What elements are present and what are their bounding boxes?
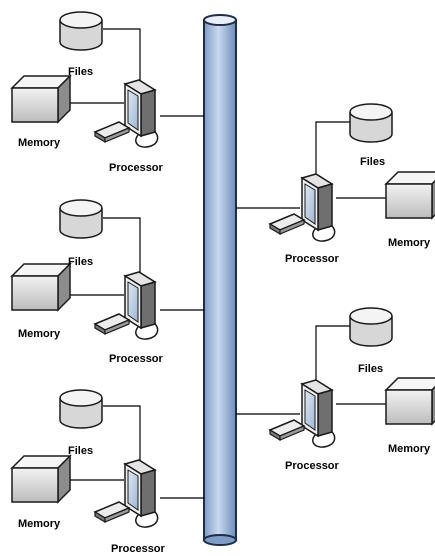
monitor-icon xyxy=(301,379,336,448)
processor-label: Processor xyxy=(109,162,164,174)
monitor-icon xyxy=(124,79,159,148)
node-2: Files Memory Processor xyxy=(11,199,204,365)
memory-label: Memory xyxy=(18,518,61,530)
keyboard-icon xyxy=(94,501,130,523)
processor-label: Processor xyxy=(111,543,166,555)
disk-icon xyxy=(59,199,103,239)
monitor-icon xyxy=(301,173,336,242)
processor-label: Processor xyxy=(109,353,164,365)
monitor-icon xyxy=(124,459,159,528)
connector-line xyxy=(315,121,350,178)
connector-line xyxy=(103,405,141,470)
files-label: Files xyxy=(358,363,383,375)
files-label: Files xyxy=(360,156,385,168)
disk-icon xyxy=(59,389,103,429)
memory-box-icon xyxy=(385,171,435,219)
node-1: Files Memory Processor xyxy=(11,11,204,174)
memory-label: Memory xyxy=(18,328,61,340)
memory-box-icon xyxy=(11,455,71,503)
processor-label: Processor xyxy=(285,253,340,265)
memory-box-icon xyxy=(11,75,71,123)
files-label: Files xyxy=(68,445,93,457)
keyboard-icon xyxy=(94,313,130,335)
disk-icon xyxy=(349,103,393,143)
memory-label: Memory xyxy=(388,237,431,249)
monitor-icon xyxy=(124,271,159,340)
network-bus xyxy=(203,14,237,546)
keyboard-icon xyxy=(269,419,305,441)
keyboard-icon xyxy=(269,213,305,235)
node-5: Files Memory Processor xyxy=(236,307,435,472)
connector-line xyxy=(103,28,141,95)
memory-box-icon xyxy=(385,377,435,425)
connector-line xyxy=(103,217,141,283)
keyboard-icon xyxy=(94,121,130,143)
files-label: Files xyxy=(68,256,93,268)
disk-icon xyxy=(59,11,103,51)
node-4: Files Memory Processor xyxy=(236,103,435,265)
processor-label: Processor xyxy=(285,460,340,472)
connector-line xyxy=(315,325,350,384)
memory-box-icon xyxy=(11,263,71,311)
node-3: Files Memory Processor xyxy=(11,389,204,555)
files-label: Files xyxy=(68,66,93,78)
disk-icon xyxy=(349,307,393,347)
memory-label: Memory xyxy=(18,137,61,149)
memory-label: Memory xyxy=(388,443,431,455)
